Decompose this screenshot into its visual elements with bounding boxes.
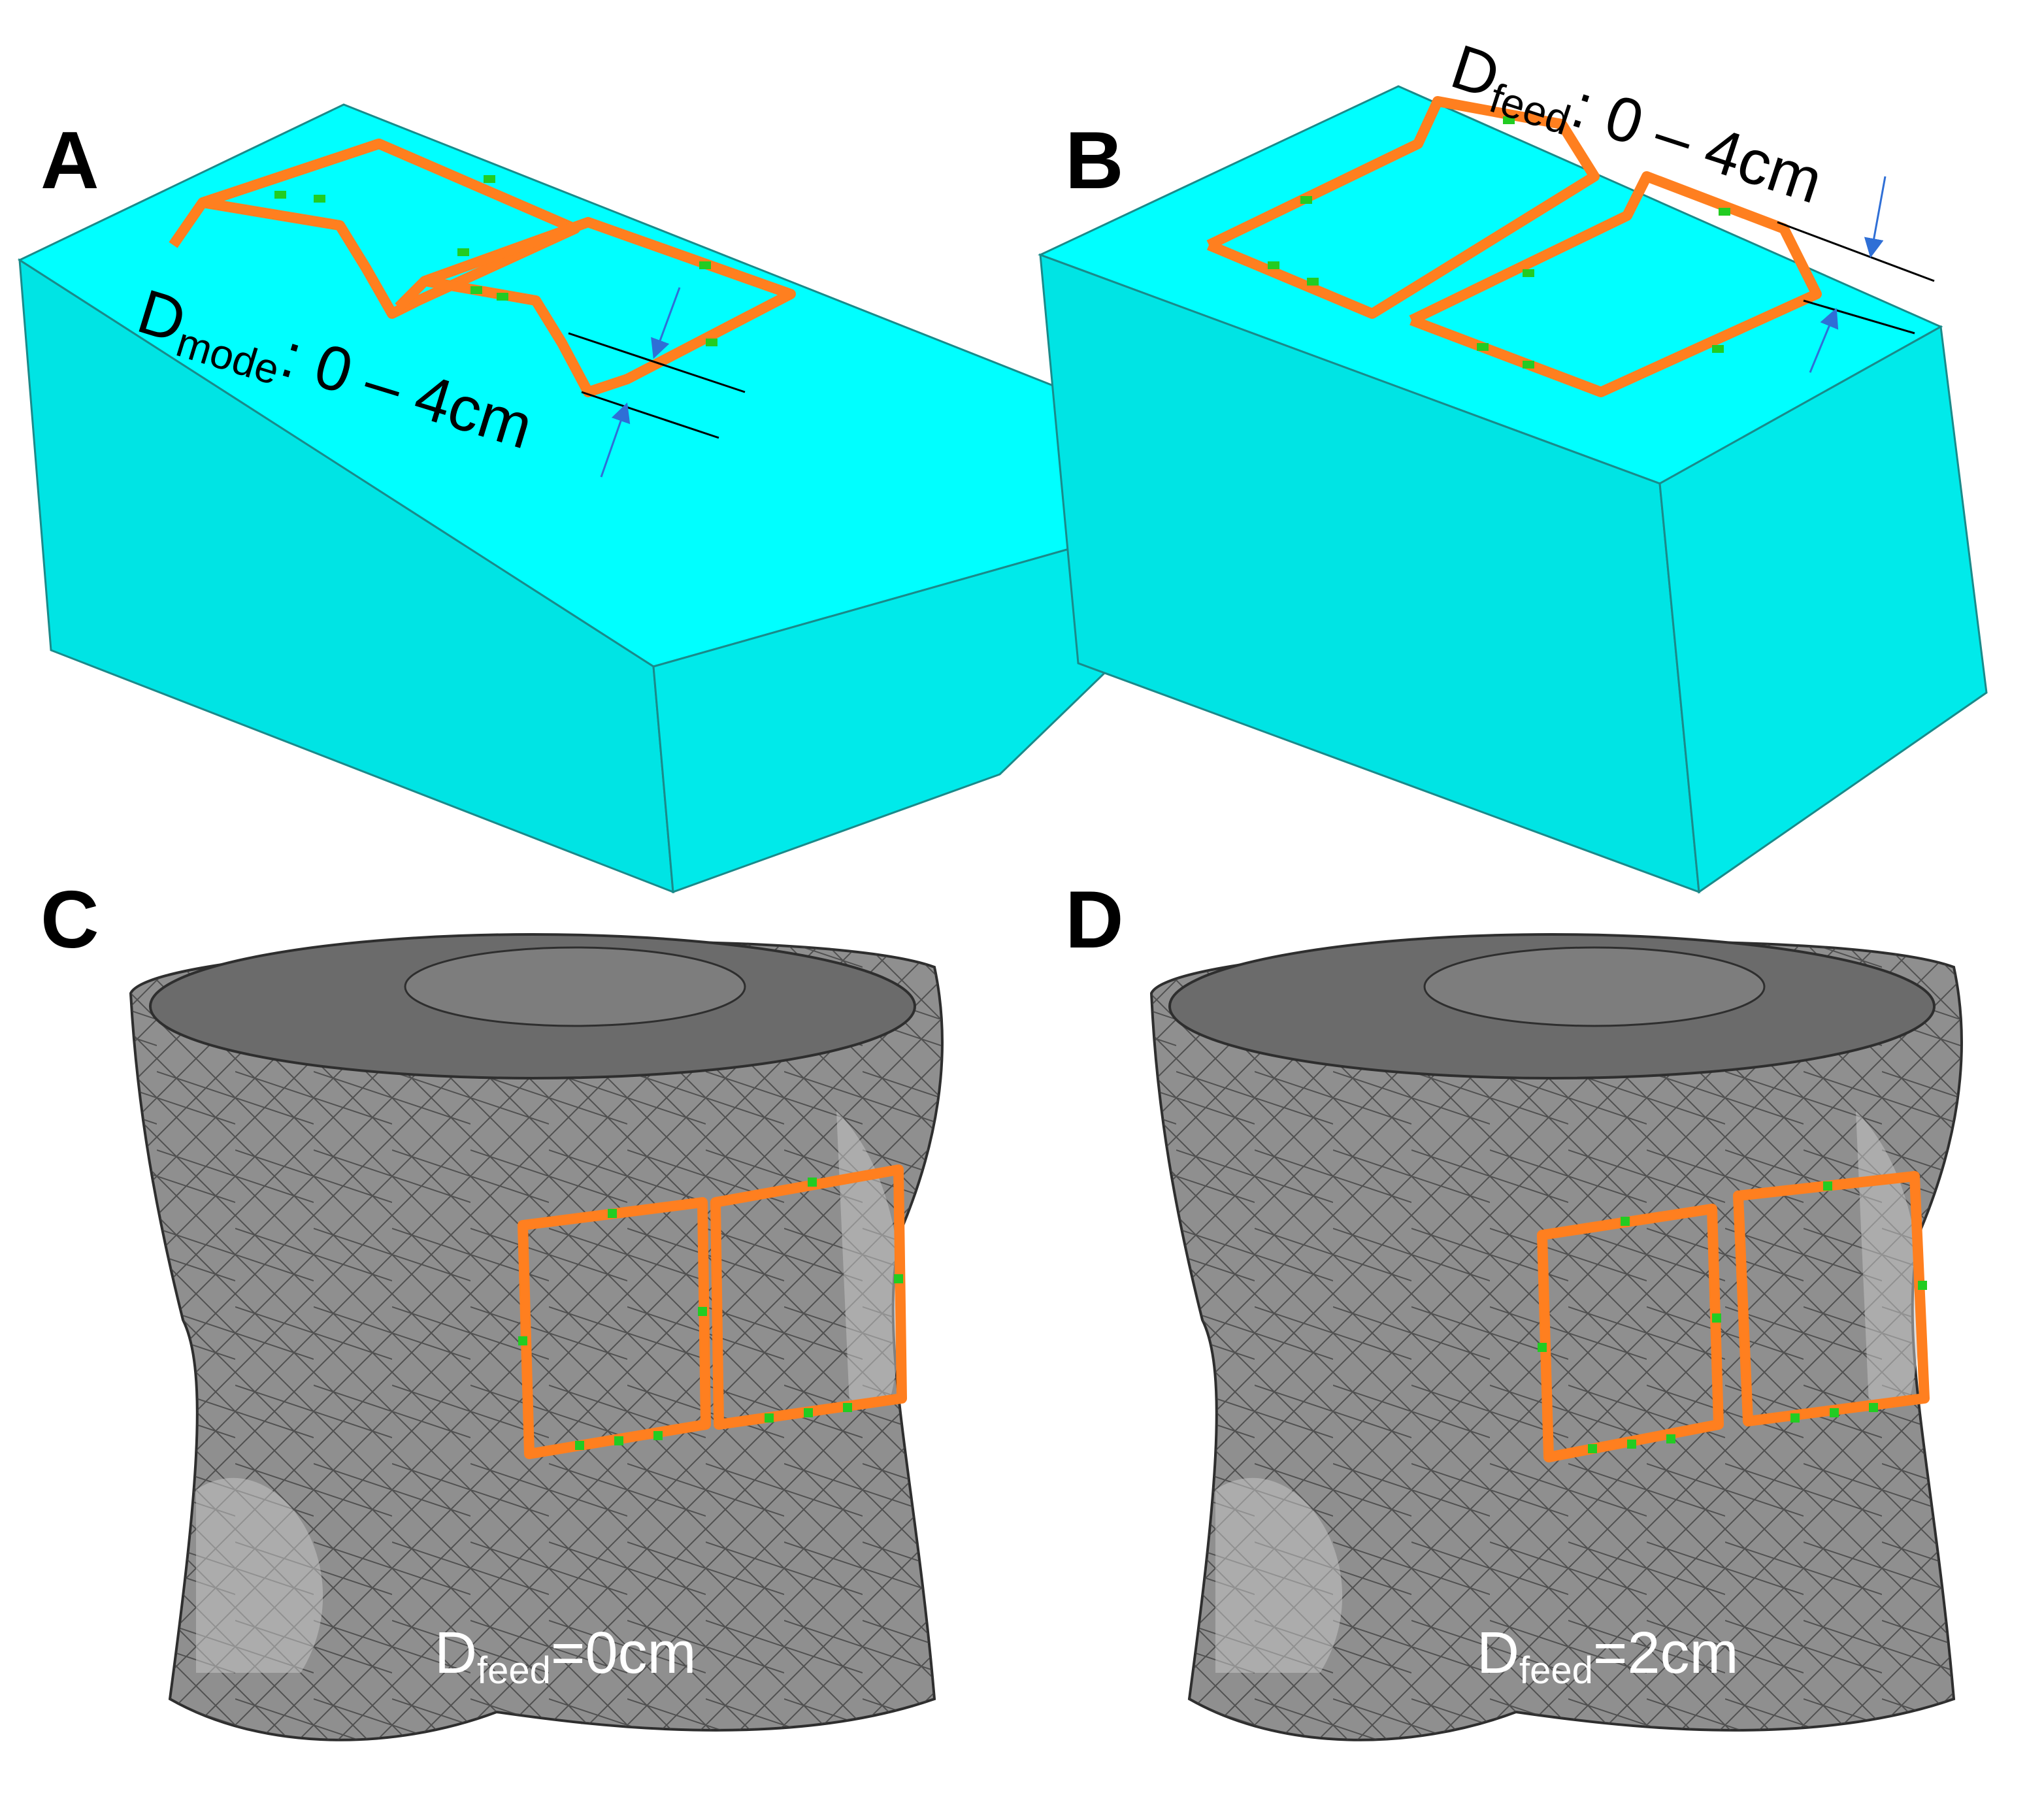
panel-letter-b: B [1065, 116, 1124, 206]
panel-c: C Dfeed=0cm [41, 875, 944, 1741]
caption-c: Dfeed=0cm [435, 1621, 696, 1692]
capacitors-a [274, 175, 717, 346]
phantom-box-side [1658, 325, 1988, 894]
panel-letter-d: D [1065, 875, 1124, 965]
dim-line-a-lower [581, 391, 719, 439]
capacitors-b [1268, 116, 1730, 369]
phantom-mesh [131, 941, 942, 1740]
coil-b-loop-1 [1206, 96, 1600, 319]
phantom-light-region [836, 1111, 902, 1405]
panel-d: D Dfeed=2cm [1065, 875, 1963, 1741]
panel-letter-a: A [41, 116, 99, 206]
coil-d-loop-2 [1733, 1171, 1930, 1426]
phantom-mesh [1151, 941, 1962, 1740]
coil-b-loop-2 [1409, 171, 1822, 397]
coil-c-loop-2 [710, 1164, 907, 1430]
arrow-a-up [600, 402, 631, 478]
caption-d: Dfeed=2cm [1477, 1621, 1738, 1692]
dim-line-b-upper [1777, 221, 1935, 282]
coil-a-loop-2 [395, 217, 796, 397]
panel-b: B Dfeed: 0 – 4cm [1038, 31, 1988, 894]
dim-line-b-lower [1803, 299, 1915, 335]
phantom-top-inner [404, 946, 746, 1027]
coil-c-loop-1 [518, 1197, 711, 1459]
phantom-light-region [196, 1477, 323, 1673]
phantom-top-inner [1423, 946, 1766, 1027]
panel-letter-c: C [41, 875, 99, 965]
dim-line-a-upper [568, 332, 746, 393]
phantom-light-region [1215, 1477, 1343, 1673]
arrow-b-up [1809, 308, 1839, 373]
capacitors-c [518, 1178, 903, 1450]
coil-a-loop-1 [169, 139, 580, 319]
coil-d-loop-1 [1537, 1204, 1724, 1462]
arrow-a-down [651, 287, 681, 359]
capacitors-d [1538, 1181, 1927, 1453]
arrow-b-down [1864, 176, 1887, 258]
